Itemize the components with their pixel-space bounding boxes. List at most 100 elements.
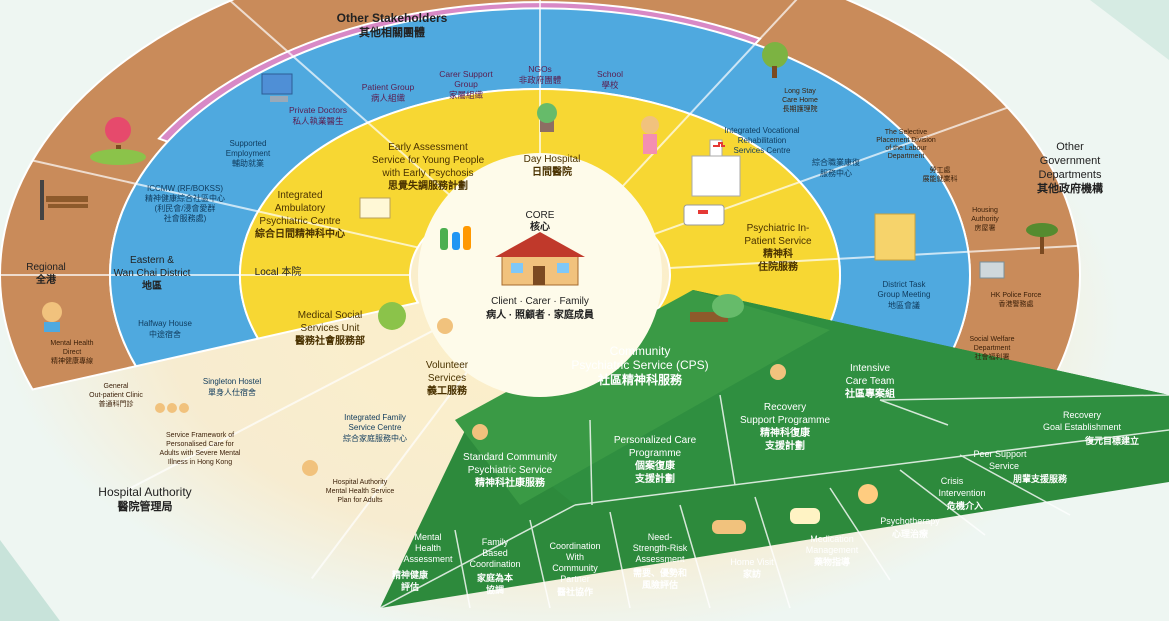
private-doctors-en: Private Doctors: [289, 105, 347, 115]
scps-en2: Psychiatric Service: [468, 465, 553, 476]
plan-icon: [302, 460, 318, 476]
medication-icon: [790, 508, 820, 524]
cwcp-zh: 醫社協作: [557, 586, 593, 597]
group-icon: [155, 403, 189, 413]
scps-en1: Standard Community: [463, 452, 557, 463]
iapc-en1: Integrated: [277, 190, 322, 201]
hospital-icon: [691, 139, 741, 197]
day-hospital-zh: 日間醫院: [532, 165, 572, 178]
patient-group-zh: 病人組織: [371, 93, 406, 103]
iapc-zh: 綜合日間精神科中心: [255, 227, 345, 240]
local-label: Local 本院: [255, 265, 302, 278]
longstay-en1: Long Stay: [784, 88, 816, 95]
girl-icon: [641, 116, 659, 154]
palm-tree-icon: [1026, 223, 1058, 254]
nsra-zh2: 風險評估: [642, 579, 678, 590]
peer-en2: Service: [989, 461, 1019, 471]
peer-en1: Peer Support: [973, 449, 1027, 459]
mhd-zh: 精神健康專線: [51, 356, 93, 365]
ifsc-en2: Service Centre: [349, 423, 402, 432]
divider: [679, 504, 711, 609]
carer-support-zh: 家屬組織: [449, 90, 484, 100]
gopc-en1: General: [104, 383, 129, 390]
cps-en2: Psychiatric Service (CPS): [571, 358, 708, 372]
plant-icon: [537, 103, 557, 132]
mha-zh1: 精神健康: [392, 569, 429, 580]
house-icon: [495, 232, 585, 286]
cwcp-en1: Coordination: [549, 541, 600, 551]
housing-en1: Housing: [972, 207, 998, 214]
rsp-en1: Recovery: [764, 402, 806, 413]
med-en1: Medication: [810, 534, 854, 544]
fbc-en3: Coordination: [469, 559, 520, 569]
park-bench-icon: [690, 312, 728, 322]
other-government-en2: Government: [1040, 155, 1101, 167]
divider: [879, 394, 1169, 401]
cps-zh: 社區精神科服務: [597, 372, 683, 387]
cwcp-en4: Partner: [560, 574, 590, 584]
psychotherapy-icon: [858, 484, 878, 504]
ring-divider: [229, 0, 467, 210]
med-en2: Management: [806, 545, 859, 555]
ivrsc-en2: Rehabilitation: [738, 136, 786, 145]
computer-icon: [261, 73, 293, 102]
hospital-authority-en: Hospital Authority: [98, 485, 191, 499]
client-en: Client · Carer · Family: [491, 296, 589, 307]
police-en: HK Police Force: [991, 292, 1042, 299]
hamhsp-en1: Hospital Authority: [333, 479, 388, 486]
dtgm-zh: 地區會議: [888, 300, 920, 310]
ict-zh: 社區專案組: [844, 387, 895, 400]
other-stakeholders-en: Other Stakeholders: [337, 11, 448, 25]
msw-zh: 醫務社會服務部: [295, 334, 365, 347]
spd-en2: Placement Division: [876, 137, 936, 144]
halfway-zh: 中途宿舍: [149, 329, 181, 339]
divider: [959, 454, 1071, 516]
cwcp-en3: Community: [552, 563, 598, 573]
crisis-en2: Intervention: [938, 488, 985, 498]
other-government-zh: 其他政府機構: [1037, 181, 1103, 195]
dtgm-en1: District Task: [883, 280, 927, 289]
eastern-en1: Eastern &: [130, 255, 174, 266]
ring-divider: [125, 325, 441, 492]
ifsc-zh: 綜合家庭服務中心: [343, 433, 407, 443]
gopc-en2: Out-patient Clinic: [89, 392, 143, 399]
volunteer-en1: Volunteer: [426, 360, 469, 371]
lamp-icon: [40, 180, 44, 220]
bench-icon: [46, 196, 88, 208]
divider: [609, 511, 631, 609]
psy-zh: 心理治療: [892, 528, 928, 539]
other-stakeholders-zh: 其他相關團體: [359, 25, 425, 39]
police-van-icon: [979, 261, 1005, 279]
carer-support-en2: Group: [454, 79, 478, 89]
framework-en2: Personalised Care for: [166, 441, 234, 448]
iccmw-zh1: 精神健康綜合社區中心: [145, 193, 225, 203]
pcp-zh2: 支援計劃: [634, 472, 675, 485]
ring-divider: [604, 0, 798, 206]
police-zh: 香港警務處: [999, 299, 1034, 308]
regional-en: Regional: [26, 262, 65, 273]
msw-en1: Medical Social: [298, 310, 362, 321]
divider: [589, 419, 593, 506]
supported-en1: Supported: [230, 139, 267, 148]
swd-en2: Department: [974, 345, 1011, 352]
volunteer-en2: Services: [428, 373, 466, 384]
rge-en1: Recovery: [1063, 410, 1102, 420]
early-zh: 思覺失調服務計劃: [388, 179, 468, 192]
framework-en3: Adults with Severe Mental: [160, 450, 241, 457]
building-icon: [874, 213, 916, 261]
ring-divider: [310, 347, 486, 580]
msw-tree-icon: [378, 302, 406, 330]
ngos-en: NGOs: [528, 64, 552, 74]
iccmw-zh3: 社會服務處): [164, 213, 207, 223]
carer-support-en1: Carer Support: [439, 69, 493, 79]
school-zh: 學校: [601, 80, 619, 90]
spd-zh1: 勞工處: [930, 165, 951, 174]
other-government-en3: Departments: [1039, 169, 1102, 181]
inpatient-en2: Patient Service: [744, 236, 812, 247]
green-fan-inner: [455, 290, 830, 505]
brown-labels: Long Stay Care Home 長期護理院 The Selective …: [50, 88, 1041, 504]
regional-zh: 全港: [35, 273, 57, 286]
fbc-en1: Family: [482, 537, 509, 547]
grass-icon: [90, 149, 146, 165]
divider: [379, 504, 576, 609]
